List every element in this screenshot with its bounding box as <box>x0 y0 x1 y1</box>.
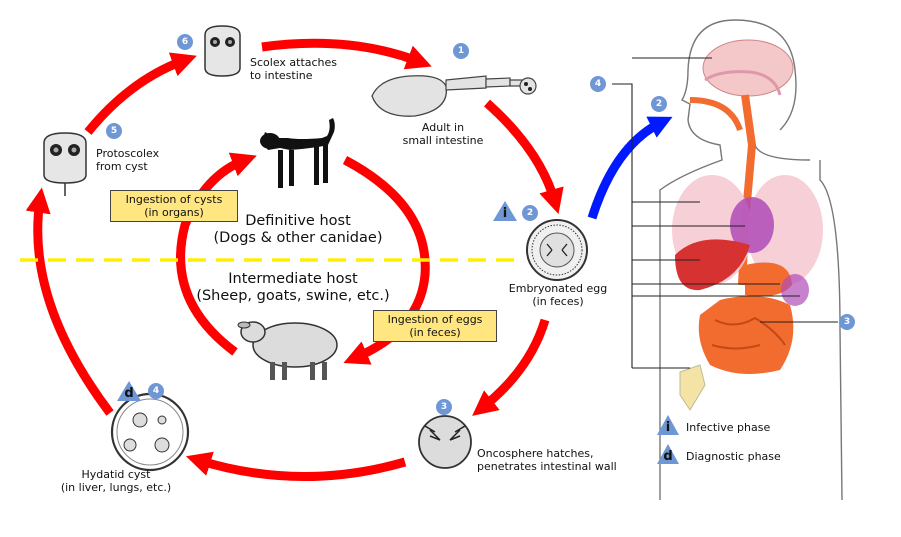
arrow-protoscolex-to-scolex <box>84 52 197 135</box>
organ-callout-lines <box>612 57 838 369</box>
legend-infective-icon: i <box>656 414 680 436</box>
step-badge-3: 3 <box>436 399 452 415</box>
scolex-illustration <box>204 25 241 77</box>
arrow-scolex-to-adult <box>261 38 432 70</box>
step-badge-1: 1 <box>453 43 469 59</box>
legend-infective-symbol: i <box>665 420 671 435</box>
legend-diagnostic-symbol: d <box>663 449 673 464</box>
step-badge-5: 5 <box>106 123 122 139</box>
human-badge-2: 2 <box>651 96 667 112</box>
legend-diagnostic-icon: d <box>656 443 680 465</box>
human-badge-4: 4 <box>590 76 606 92</box>
step-badge-6: 6 <box>177 34 193 50</box>
embryonated-egg-illustration <box>526 219 588 281</box>
adult-worm-illustration <box>371 75 537 117</box>
label-hydatid-cyst: Hydatid cyst(in liver, lungs, etc.) <box>60 468 172 494</box>
box-ingestion-eggs: Ingestion of eggs(in feces) <box>373 310 497 342</box>
arrow-egg-to-human <box>587 116 673 220</box>
legend-diagnostic-label: Diagnostic phase <box>686 450 781 463</box>
arrow-sheep-to-dog <box>176 152 257 356</box>
protoscolex-illustration <box>43 132 87 196</box>
box-ingestion-cysts: Ingestion of cysts(in organs) <box>110 190 238 222</box>
label-embryonated-egg: Embryonated egg(in feces) <box>508 282 608 308</box>
step-badge-2: 2 <box>522 205 538 221</box>
diagnostic-phase-marker-symbol: d <box>124 386 134 401</box>
oncosphere-illustration <box>418 415 472 469</box>
arrow-adult-to-egg <box>484 99 564 215</box>
step-badge-4: 4 <box>148 383 164 399</box>
arrow-cyst-to-protoscolex <box>25 187 114 416</box>
infective-phase-marker: i <box>492 200 518 222</box>
sheep-illustration <box>237 321 338 380</box>
label-intermediate-host: Intermediate host(Sheep, goats, swine, e… <box>196 271 390 304</box>
legend-infective-label: Infective phase <box>686 421 771 434</box>
infective-phase-marker-symbol: i <box>502 206 508 221</box>
label-oncosphere: Oncosphere hatches,penetrates intestinal… <box>477 447 617 473</box>
arrow-egg-to-oncosphere <box>472 318 550 416</box>
dog-silhouette <box>260 118 335 188</box>
hydatid-cyst-illustration <box>110 392 190 472</box>
label-definitive-host: Definitive host(Dogs & other canidae) <box>213 213 383 246</box>
human-badge-3: 3 <box>839 314 855 330</box>
diagnostic-phase-marker: d <box>116 380 142 402</box>
arrow-oncosphere-to-cyst <box>185 451 407 481</box>
